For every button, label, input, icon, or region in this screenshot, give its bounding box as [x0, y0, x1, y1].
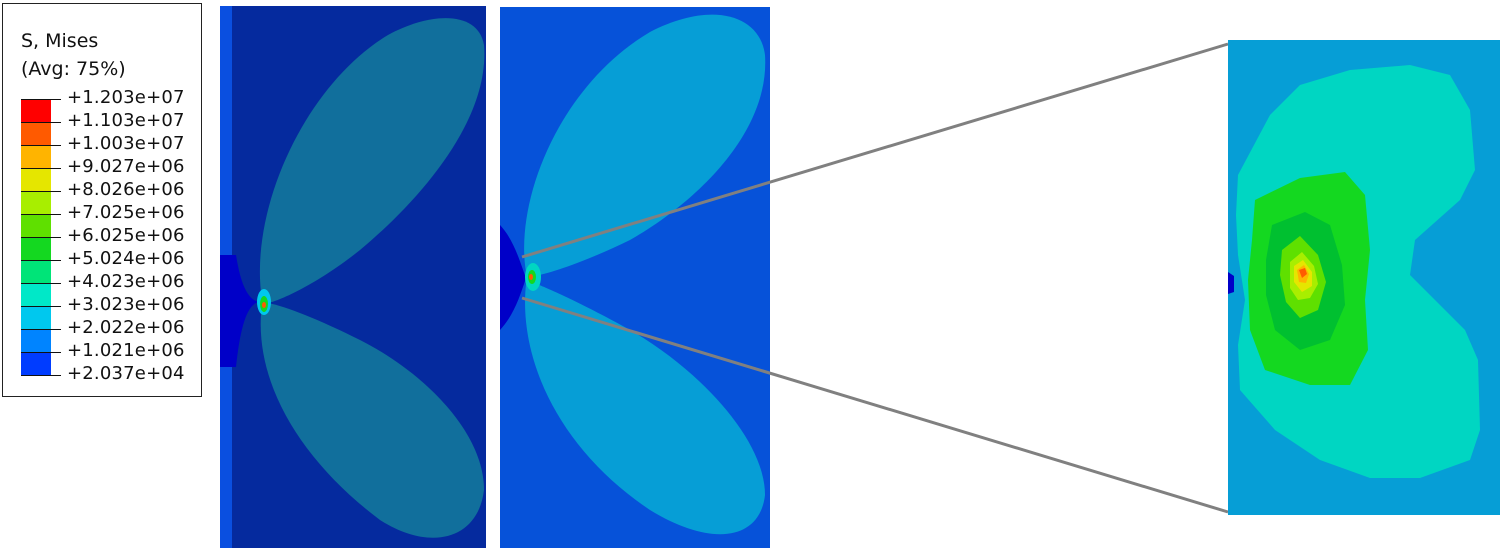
legend-tick — [21, 375, 61, 376]
legend-label: +1.103e+07 — [67, 110, 185, 131]
legend-tick — [21, 145, 61, 146]
notch-region — [220, 255, 258, 367]
legend-label: +1.003e+07 — [67, 133, 185, 154]
legend-tick — [21, 329, 61, 330]
legend-swatch — [21, 329, 51, 352]
stress-contour-zoom-panel — [1228, 40, 1500, 515]
legend-label: +4.023e+06 — [67, 271, 185, 292]
zoom-connector-bottom — [521, 296, 1229, 514]
legend-label: +5.024e+06 — [67, 248, 185, 269]
legend-tick — [21, 352, 61, 353]
legend-tick — [21, 260, 61, 261]
legend-swatch — [21, 168, 51, 191]
legend-swatch — [21, 260, 51, 283]
legend-swatch — [21, 99, 51, 122]
legend-swatch — [21, 191, 51, 214]
legend-label: +2.037e+04 — [67, 363, 185, 384]
legend-tick — [21, 237, 61, 238]
legend-label: +1.021e+06 — [67, 340, 185, 361]
legend-label: +9.027e+06 — [67, 156, 185, 177]
legend-label: +2.022e+06 — [67, 317, 185, 338]
upper-stress-lobe — [524, 14, 766, 277]
legend-tick — [21, 168, 61, 169]
legend-swatch — [21, 237, 51, 260]
legend-color-bar — [21, 99, 51, 375]
stress-contour-panel-refined — [500, 7, 770, 548]
legend-tick — [21, 191, 61, 192]
legend-swatch — [21, 145, 51, 168]
legend-tick — [21, 214, 61, 215]
legend-swatch — [21, 306, 51, 329]
notch-region — [1228, 272, 1234, 294]
legend-swatch — [21, 283, 51, 306]
legend-label: +1.203e+07 — [67, 87, 185, 108]
peak-stress-point — [1299, 268, 1307, 278]
crack-tip-peak — [262, 302, 266, 308]
legend-tick — [21, 99, 61, 100]
legend-swatch — [21, 352, 51, 375]
legend-label: +3.023e+06 — [67, 294, 185, 315]
legend-label: +8.026e+06 — [67, 179, 185, 200]
lower-stress-lobe — [260, 303, 484, 538]
legend-tick — [21, 122, 61, 123]
legend-swatch — [21, 214, 51, 237]
stress-contour-panel-coarse — [220, 6, 486, 548]
legend-label: +7.025e+06 — [67, 202, 185, 223]
legend-swatch — [21, 122, 51, 145]
crack-tip-peak — [529, 274, 533, 280]
legend-tick — [21, 306, 61, 307]
zoom-connectors — [521, 42, 1229, 514]
notch-region — [500, 225, 526, 330]
legend-tick — [21, 283, 61, 284]
legend-label: +6.025e+06 — [67, 225, 185, 246]
zoom-connector-top — [521, 42, 1229, 259]
legend-box: S, Mises (Avg: 75%) +1.203e+07+1.103e+07… — [2, 3, 202, 397]
legend-title: S, Mises — [21, 30, 99, 52]
upper-stress-lobe — [259, 18, 485, 304]
lower-stress-lobe — [525, 283, 765, 535]
legend-subtitle: (Avg: 75%) — [21, 58, 126, 80]
